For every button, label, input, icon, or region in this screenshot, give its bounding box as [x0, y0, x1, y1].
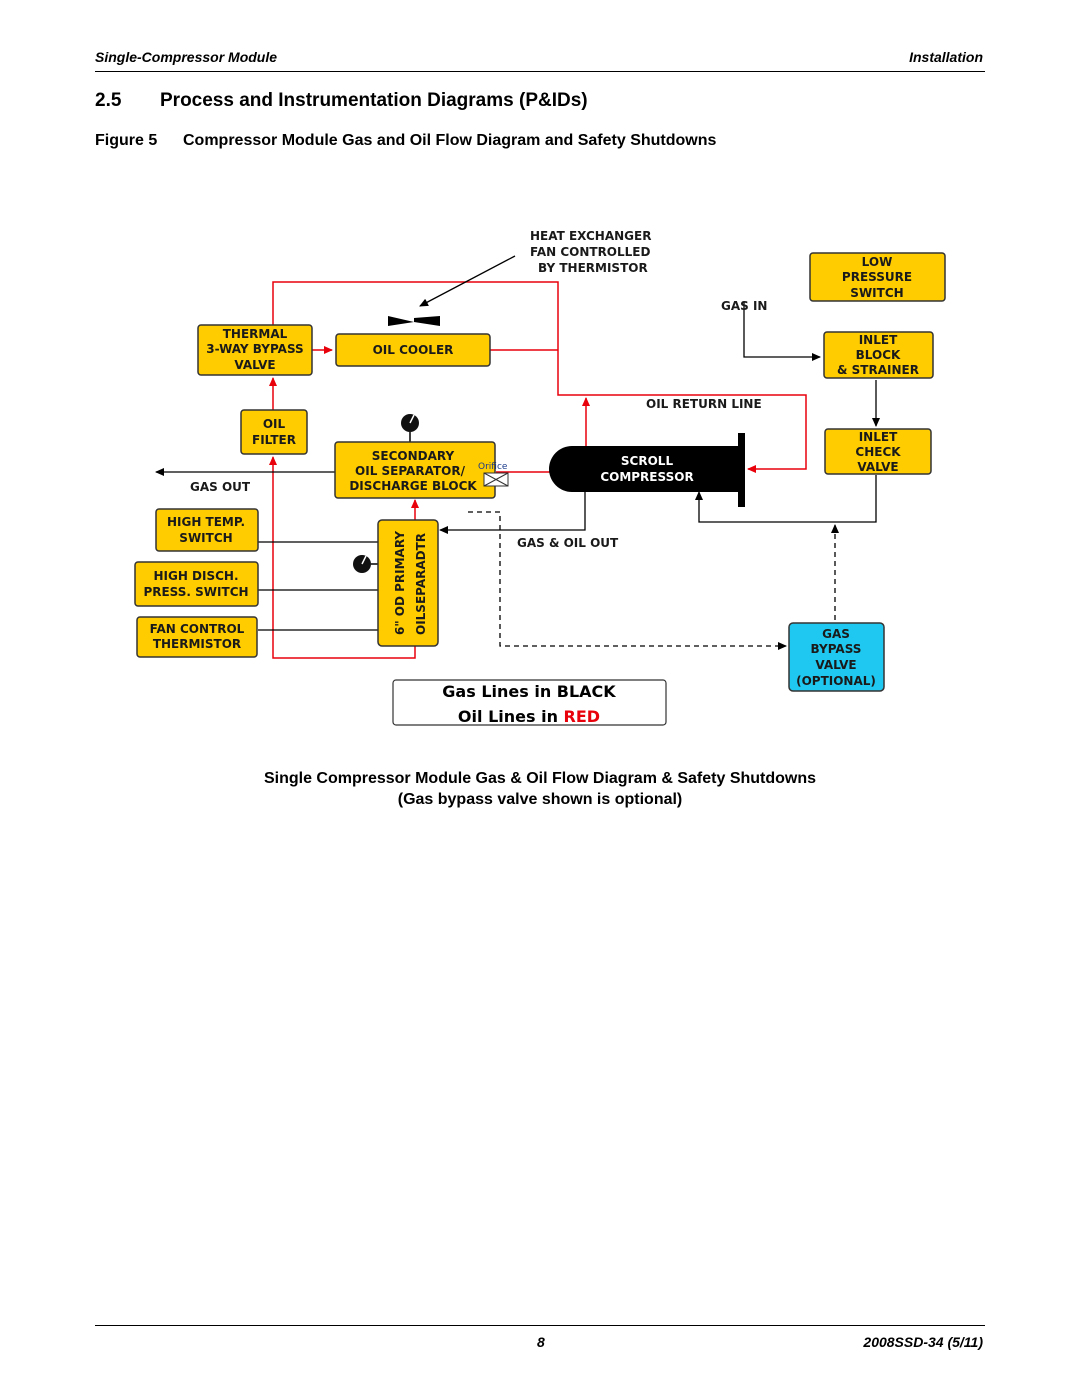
- gas-bypass-valve-box: GAS BYPASS VALVE (OPTIONAL): [788, 622, 885, 692]
- low-pressure-label-2: PRESSURE: [842, 270, 912, 284]
- oil-filter-label-1: OIL: [263, 417, 286, 431]
- figure-number: Figure 5: [95, 132, 158, 149]
- section-heading: 2.5 Process and Instrumentation Diagrams …: [95, 90, 588, 112]
- primary-separator-box: 6" OD PRIMARY OILSEPARADTR: [377, 519, 439, 647]
- heat-exchanger-pointer: [419, 255, 516, 307]
- figure-caption-text: Compressor Module Gas and Oil Flow Diagr…: [183, 132, 717, 149]
- gas-oil-out-label: GAS & OIL OUT: [517, 536, 619, 550]
- secondary-label-3: DISCHARGE BLOCK: [349, 479, 477, 493]
- gas-in-line: [743, 302, 821, 361]
- primary-gauge-icon: [353, 555, 380, 573]
- inlet-block-box: INLET BLOCK & STRAINER: [823, 331, 934, 379]
- inlet-check-valve-box: INLET CHECK VALVE: [824, 428, 932, 475]
- gas-out-label: GAS OUT: [190, 480, 251, 494]
- fan-control-label-2: THERMISTOR: [153, 637, 241, 651]
- oil-return-line-label: OIL RETURN LINE: [646, 397, 762, 411]
- orifice-icon: [483, 472, 509, 487]
- oil-cooler-box: OIL COOLER: [335, 333, 491, 367]
- secondary-label-1: SECONDARY: [372, 449, 455, 463]
- primary-label-1: 6" OD PRIMARY: [393, 531, 407, 635]
- thermal-bypass-label-3: VALVE: [234, 358, 275, 372]
- thermal-bypass-label-1: THERMAL: [223, 327, 288, 341]
- thermal-bypass-valve-box: THERMAL 3-WAY BYPASS VALVE: [197, 324, 313, 376]
- pid-diagram: LOW PRESSURE SWITCH THERMAL 3-WAY BYPASS…: [134, 229, 946, 726]
- primary-label-2: OILSEPARADTR: [414, 533, 428, 635]
- gas-bypass-label-2: BYPASS: [811, 642, 862, 656]
- inlet-block-label-3: & STRAINER: [837, 363, 919, 377]
- page-number: 8: [537, 1334, 545, 1350]
- oil-cooler-label: OIL COOLER: [373, 343, 454, 357]
- secondary-label-2: OIL SEPARATOR/: [355, 464, 466, 478]
- footer-rule: [95, 1325, 985, 1326]
- figure-caption: Figure 5 Compressor Module Gas and Oil Fl…: [95, 132, 716, 150]
- secondary-separator-box: SECONDARY OIL SEPARATOR/ DISCHARGE BLOCK: [334, 441, 496, 499]
- inlet-block-label-1: INLET: [859, 333, 898, 347]
- gas-lines: [155, 255, 880, 650]
- high-temp-switch-box: HIGH TEMP. SWITCH: [155, 508, 259, 552]
- low-pressure-label-1: LOW: [862, 255, 893, 269]
- legend-gas-line: Gas Lines in BLACK: [442, 682, 616, 701]
- gas-bypass-label-1: GAS: [822, 627, 850, 641]
- oil-filter-label-2: FILTER: [252, 433, 296, 447]
- high-disch-label-1: HIGH DISCH.: [153, 569, 238, 583]
- check-to-compressor-line: [695, 475, 877, 523]
- section-title-text: Process and Instrumentation Diagrams (P&…: [160, 90, 588, 111]
- gas-bypass-label-4: (OPTIONAL): [796, 674, 876, 688]
- running-header-title: Single-Compressor Module: [95, 49, 278, 65]
- fan-control-label-1: FAN CONTROL: [150, 622, 245, 636]
- high-disch-label-2: PRESS. SWITCH: [143, 585, 248, 599]
- heat-exchanger-label-2: FAN CONTROLLED: [530, 245, 650, 259]
- gas-in-label: GAS IN: [721, 299, 767, 313]
- inlet-block-label-2: BLOCK: [856, 348, 901, 362]
- diagram-subcaption-1: Single Compressor Module Gas & Oil Flow …: [263, 770, 817, 787]
- check-valve-label-2: CHECK: [855, 445, 901, 459]
- bypass-dashed-line: [468, 511, 787, 650]
- oil-filter-box: OIL FILTER: [240, 409, 308, 455]
- high-temp-label-2: SWITCH: [179, 531, 232, 545]
- diagram-subcaption-2: (Gas bypass valve shown is optional): [397, 791, 683, 808]
- compressor-label-1: SCROLL: [621, 454, 674, 468]
- low-pressure-label-3: SWITCH: [850, 286, 903, 300]
- line-legend: Gas Lines in BLACK Oil Lines in RED: [392, 679, 667, 726]
- header-rule: [95, 71, 985, 72]
- low-pressure-switch-box: LOW PRESSURE SWITCH: [809, 252, 946, 302]
- scroll-compressor: SCROLL COMPRESSOR: [549, 433, 745, 507]
- running-header-section: Installation: [909, 49, 983, 65]
- high-disch-switch-box: HIGH DISCH. PRESS. SWITCH: [134, 561, 259, 607]
- primary-to-filter-line: [269, 456, 416, 659]
- compressor-label-2: COMPRESSOR: [600, 470, 693, 484]
- section-number: 2.5: [95, 90, 122, 111]
- secondary-gauge-icon: [401, 414, 419, 442]
- thermal-bypass-label-2: 3-WAY BYPASS: [206, 342, 303, 356]
- oil-return-line: [272, 281, 807, 473]
- gas-bypass-label-3: VALVE: [815, 658, 856, 672]
- heat-exchanger-label-1: HEAT EXCHANGER: [530, 229, 651, 243]
- check-valve-label-3: VALVE: [857, 460, 898, 474]
- check-valve-label-1: INLET: [859, 430, 898, 444]
- document-number: 2008SSD-34 (5/11): [863, 1334, 983, 1350]
- fan-control-thermistor-box: FAN CONTROL THERMISTOR: [136, 616, 258, 658]
- bowtie-valve-icon: [388, 316, 440, 326]
- orifice-label: Orifice: [478, 462, 508, 472]
- heat-exchanger-label-3: BY THERMISTOR: [538, 261, 648, 275]
- legend-oil-line: Oil Lines in RED: [458, 707, 600, 726]
- high-temp-label-1: HIGH TEMP.: [167, 515, 245, 529]
- gas-oil-out-line: [439, 490, 586, 534]
